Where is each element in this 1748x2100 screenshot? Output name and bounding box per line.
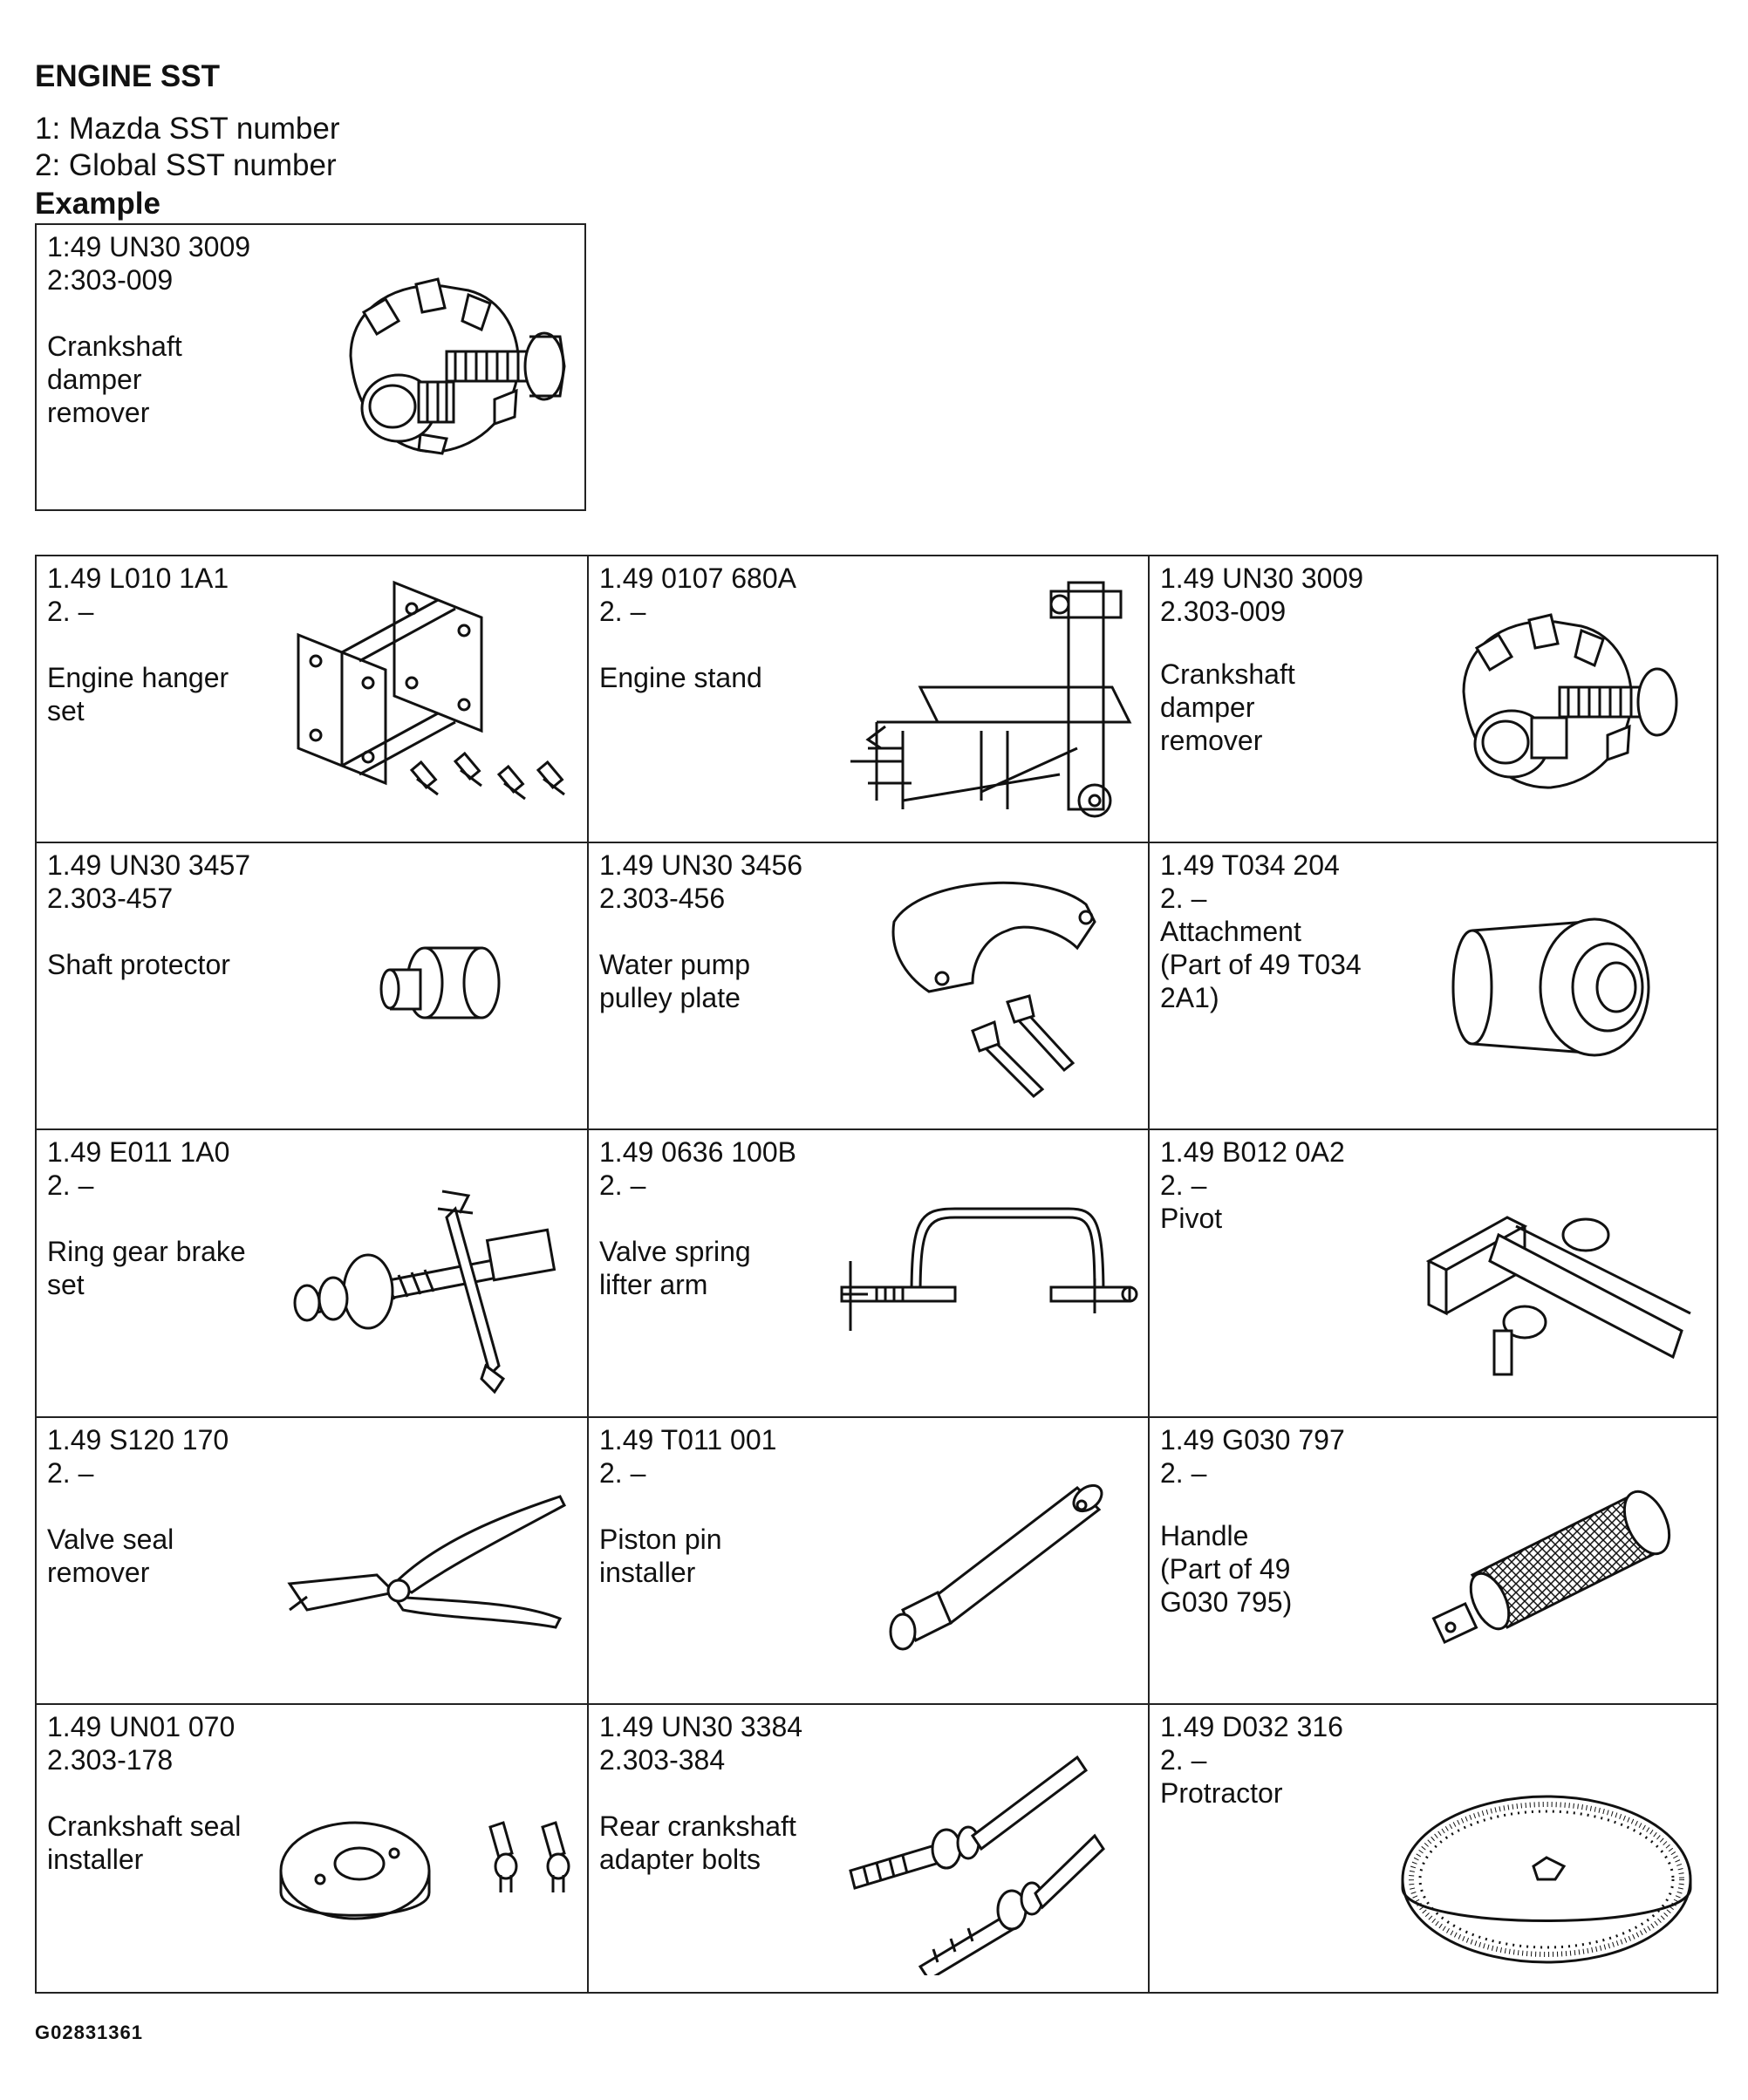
mazda-sst-number: 1.49 UN30 3384 bbox=[599, 1710, 803, 1742]
tool-cell: 1.49 UN30 3457 2.303-457 Shaft protector bbox=[37, 843, 589, 1131]
global-sst-number: 2.303-456 bbox=[599, 883, 726, 915]
global-sst-number: 2. – bbox=[599, 1169, 646, 1202]
rear-crankshaft-adapter-bolts-icon bbox=[833, 1740, 1121, 1975]
global-sst-number: 2. – bbox=[47, 1456, 94, 1489]
shaft-protector-icon bbox=[377, 931, 508, 1053]
example-tool-name-line: Crankshaft bbox=[47, 331, 182, 362]
engine-stand-icon bbox=[850, 574, 1147, 835]
global-sst-number: 2. – bbox=[1160, 1169, 1207, 1202]
global-sst-number: 2.303-009 bbox=[1160, 596, 1287, 627]
example-tool-name-line: damper bbox=[47, 364, 142, 395]
global-sst-number: 2. – bbox=[1160, 1456, 1207, 1489]
mazda-sst-number: 1.49 L010 1A1 bbox=[47, 562, 229, 594]
example-mazda-number: 1:49 UN30 3009 bbox=[47, 231, 251, 262]
global-sst-number: 2.303-178 bbox=[47, 1743, 174, 1776]
global-sst-number: 2. – bbox=[1160, 1743, 1207, 1776]
attachment-icon bbox=[1446, 904, 1673, 1079]
tool-cell: 1.49 UN30 3384 2.303-384 Rear crankshaft… bbox=[589, 1704, 1150, 1992]
mazda-sst-number: 1.49 T034 204 bbox=[1160, 849, 1340, 882]
global-sst-number: 2. – bbox=[1160, 883, 1207, 915]
global-sst-number: 2.303-384 bbox=[599, 1743, 726, 1776]
legend-mazda-number: 1: Mazda SST number bbox=[35, 112, 340, 146]
engine-hanger-set-icon bbox=[290, 574, 569, 827]
figure-id: G02831361 bbox=[35, 2022, 143, 2043]
tool-name: Pivot bbox=[1160, 1203, 1223, 1235]
tool-cell: 1.49 T034 204 2. – Attachment(Part of 49… bbox=[1150, 843, 1717, 1131]
protractor-icon bbox=[1394, 1783, 1699, 1975]
valve-spring-lifter-arm-icon bbox=[833, 1200, 1138, 1357]
mazda-sst-number: 1.49 B012 0A2 bbox=[1160, 1136, 1345, 1169]
mazda-sst-number: 1.49 T011 001 bbox=[599, 1423, 777, 1456]
global-sst-number: 2. – bbox=[47, 1169, 94, 1202]
page-title: ENGINE SST bbox=[35, 59, 220, 93]
valve-seal-remover-icon bbox=[272, 1488, 577, 1662]
crankshaft-damper-remover-icon bbox=[316, 260, 577, 478]
tool-cell: 1.49 0107 680A 2. – Engine stand bbox=[589, 556, 1150, 844]
tool-name: Shaft protector bbox=[47, 949, 230, 981]
mazda-sst-number: 1.49 S120 170 bbox=[47, 1423, 229, 1456]
global-sst-number: 2. – bbox=[47, 596, 94, 627]
crankshaft-damper-remover-icon bbox=[1429, 591, 1690, 818]
mazda-sst-number: 1.49 UN01 070 bbox=[47, 1710, 236, 1742]
legend-global-number: 2: Global SST number bbox=[35, 148, 337, 182]
mazda-sst-number: 1.49 UN30 3457 bbox=[47, 849, 251, 882]
mazda-sst-number: 1.49 0107 680A bbox=[599, 562, 796, 594]
mazda-sst-number: 1.49 0636 100B bbox=[599, 1136, 796, 1169]
global-sst-number: 2. – bbox=[599, 1456, 646, 1489]
tool-name: Protractor bbox=[1160, 1776, 1283, 1809]
ring-gear-brake-set-icon bbox=[272, 1174, 577, 1401]
water-pump-pulley-plate-icon bbox=[885, 869, 1121, 1122]
example-global-number: 2:303-009 bbox=[47, 264, 174, 296]
tool-cell: 1.49 B012 0A2 2. – Pivot bbox=[1150, 1130, 1717, 1418]
handle-icon bbox=[1411, 1470, 1699, 1662]
example-tool-name-line: remover bbox=[47, 397, 150, 428]
crankshaft-seal-installer-icon bbox=[272, 1783, 586, 1958]
global-sst-number: 2. – bbox=[599, 596, 646, 627]
tool-cell: 1.49 D032 316 2. – Protractor bbox=[1150, 1705, 1717, 1992]
tool-name: Engine stand bbox=[599, 662, 762, 693]
piston-pin-installer-icon bbox=[868, 1470, 1130, 1680]
mazda-sst-number: 1.49 D032 316 bbox=[1160, 1710, 1343, 1742]
example-box: 1:49 UN30 3009 2:303-009 Crankshaft damp… bbox=[35, 223, 586, 511]
example-label: Example bbox=[35, 187, 160, 221]
mazda-sst-number: 1.49 G030 797 bbox=[1160, 1423, 1345, 1456]
global-sst-number: 2.303-457 bbox=[47, 883, 174, 915]
pivot-icon bbox=[1411, 1183, 1699, 1392]
mazda-sst-number: 1.49 UN30 3456 bbox=[599, 849, 803, 882]
mazda-sst-number: 1.49 E011 1A0 bbox=[47, 1136, 230, 1169]
mazda-sst-number: 1.49 UN30 3009 bbox=[1160, 562, 1364, 594]
